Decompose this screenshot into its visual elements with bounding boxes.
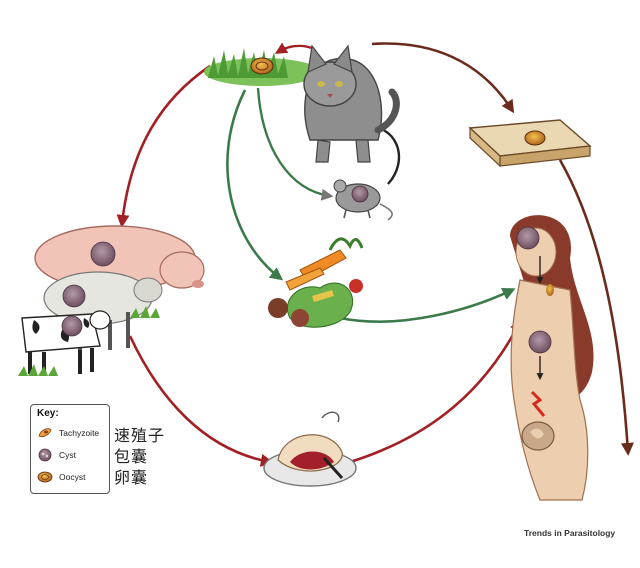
legend-label-cyst: Cyst (59, 450, 76, 460)
legend-item-oocyst: Oocyst (37, 469, 85, 485)
arrow-cat-to-grass (274, 42, 313, 54)
legend-title: Key: (37, 408, 59, 419)
legend-box: Key: Tachyzoite Cyst Oocyst (30, 404, 110, 494)
legend-label-oocyst: Oocyst (59, 472, 86, 482)
cow (21, 310, 111, 374)
cn-label-oocyst: 卵囊 (114, 468, 149, 487)
sheep (43, 271, 163, 350)
arrow-grass-to-mouse (256, 87, 334, 201)
cn-label-tachyzoite: 速殖子 (114, 426, 166, 445)
oocyst-on-grass (250, 57, 274, 75)
cat (303, 44, 400, 163)
arrow-grass-to-livestock (116, 64, 211, 228)
oocyst-icon (37, 471, 53, 483)
litter-box (468, 119, 592, 168)
arrow-vegetables-to-human (339, 288, 516, 323)
arrow-meat-to-human (349, 318, 522, 464)
legend-item-cyst: Cyst (37, 447, 76, 463)
meat-on-plate (263, 411, 357, 487)
livestock-grass (18, 306, 160, 376)
legend-item-tachyzoite: Tachyzoite (37, 425, 99, 441)
mouse (333, 179, 393, 221)
pregnant-woman (510, 215, 594, 501)
arrow-livestock-to-meat (128, 335, 274, 467)
legend-label-tachyzoite: Tachyzoite (59, 428, 100, 438)
arrow-grass-to-vegetables (226, 89, 284, 281)
tachyzoite-icon (38, 428, 52, 438)
chinese-annotations: 速殖子 包囊 卵囊 (114, 425, 165, 488)
source-credit: Trends in Parasitology (524, 528, 616, 538)
arrow-litter-to-human (558, 159, 634, 456)
vegetables (268, 237, 364, 328)
cn-label-cyst: 包囊 (114, 447, 149, 466)
cyst-icon (38, 448, 52, 462)
arrow-cat-to-litter (371, 42, 515, 114)
